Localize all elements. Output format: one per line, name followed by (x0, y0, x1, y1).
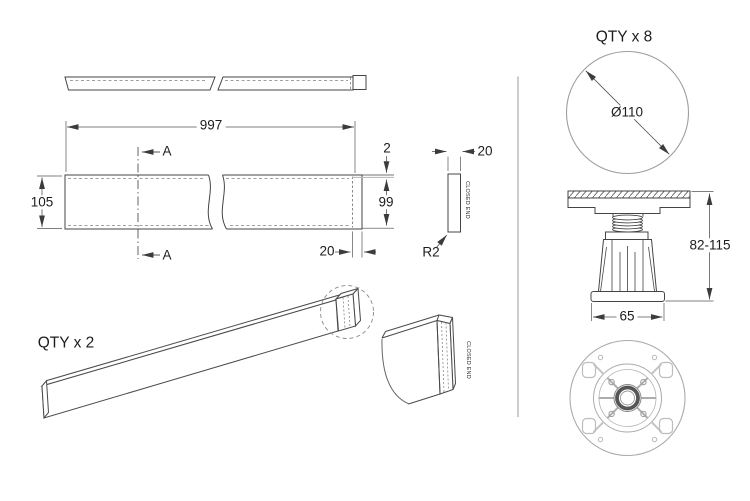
dim-105-label: 105 (27, 195, 57, 209)
closed-end-detail-label: CLOSED END (464, 341, 471, 379)
qty-2-label: QTY x 2 (37, 334, 95, 352)
panel-front-view (64, 174, 394, 230)
section-a-bottom-label: A (162, 247, 172, 263)
dim-997-label: 997 (196, 118, 226, 132)
hub-outer-ring (613, 384, 642, 412)
section-line-a (137, 147, 160, 259)
end-detail-view (381, 314, 457, 405)
dim-65-label: 65 (616, 309, 638, 323)
dim-99-label: 99 (375, 195, 397, 209)
dim-20-panel-label: 20 (319, 243, 335, 259)
dim-r2-label: R2 (422, 244, 440, 260)
hub-dark-ring (615, 385, 640, 411)
leg-side-view (567, 190, 691, 302)
qty-8-label: QTY x 8 (595, 28, 653, 46)
panel-plan-view (64, 75, 367, 91)
r2-leader-line (436, 234, 448, 248)
dim-2-label: 2 (383, 140, 391, 156)
dim-20-profile-label: 20 (477, 143, 493, 159)
hub-inner-ring (620, 390, 635, 406)
closed-end-profile-label: CLOSED END (463, 181, 470, 219)
detail-callout-circle (320, 285, 374, 339)
leg-bottom-view (569, 339, 686, 457)
dia-110-label: Ø110 (607, 105, 647, 119)
end-profile-view (432, 148, 475, 248)
dim-20-panel-group (335, 231, 376, 258)
section-a-top-label: A (162, 143, 172, 159)
iso-panel-view (40, 285, 374, 420)
dim-82-115-label: 82-115 (686, 238, 734, 252)
